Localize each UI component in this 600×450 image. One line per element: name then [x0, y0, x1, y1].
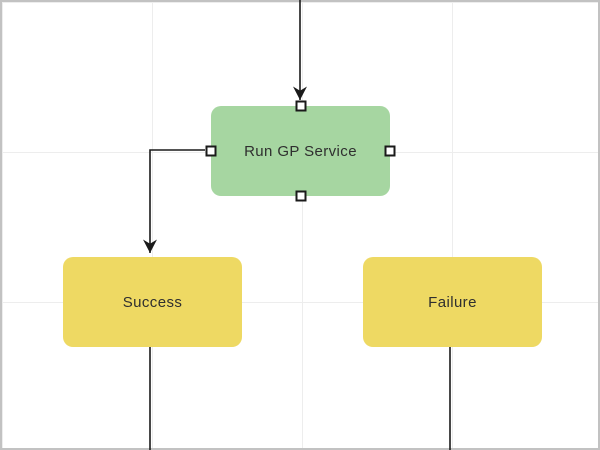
- node-label: Success: [122, 293, 183, 311]
- connection-handle-right[interactable]: [384, 145, 396, 157]
- connection-handle-bottom[interactable]: [295, 190, 306, 202]
- node-label: Run GP Service: [244, 142, 357, 160]
- node-failure[interactable]: Failure: [363, 257, 542, 347]
- connection-handle-top[interactable]: [295, 100, 306, 112]
- connector-run-gp-service-to-success[interactable]: [143, 149, 205, 253]
- node-run-gp-service[interactable]: Run GP Service: [205, 100, 396, 202]
- connection-handle-left[interactable]: [205, 145, 217, 157]
- node-success[interactable]: Success: [63, 257, 242, 347]
- node-label: Failure: [428, 293, 477, 311]
